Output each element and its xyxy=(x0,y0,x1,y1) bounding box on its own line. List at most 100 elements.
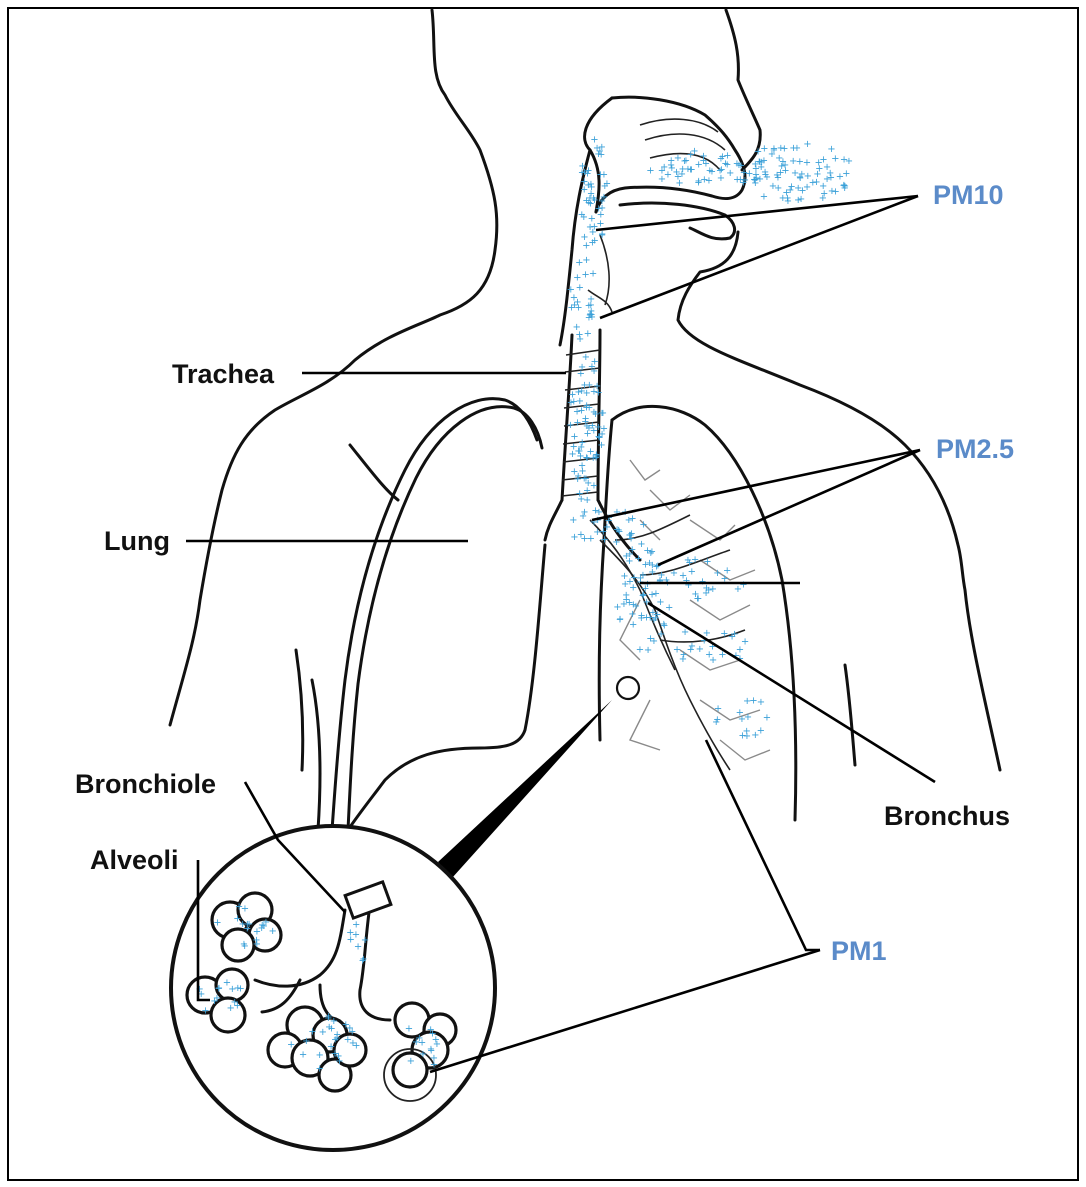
particle-dot: + xyxy=(751,730,759,741)
particle-dot: + xyxy=(588,312,596,323)
particle-dot: + xyxy=(234,983,242,994)
particle-dot: + xyxy=(757,697,765,708)
label-pm10: PM10 xyxy=(933,180,1004,210)
particle-dot: + xyxy=(679,654,687,665)
particle-dot: + xyxy=(570,432,578,443)
particle-dot: + xyxy=(352,929,360,940)
particle-dot: + xyxy=(695,176,703,187)
particle-dot: + xyxy=(743,731,751,742)
particle-dot: + xyxy=(657,570,665,581)
particle-dot: + xyxy=(734,584,742,595)
particle-dot: + xyxy=(726,168,734,179)
particle-dot: + xyxy=(269,926,277,937)
particle-dot: + xyxy=(625,598,633,609)
particle-dot: + xyxy=(352,1040,360,1051)
particle-dot: + xyxy=(593,381,601,392)
particle-dot: + xyxy=(768,149,776,160)
particle-dot: + xyxy=(581,270,589,281)
particle-dot: + xyxy=(708,166,716,177)
particle-dot: + xyxy=(333,1030,341,1041)
particle-dot: + xyxy=(665,603,673,614)
particle-dot: + xyxy=(325,1011,333,1022)
particle-dot: + xyxy=(696,644,704,655)
particle-dot: + xyxy=(584,165,592,176)
particle-dot: + xyxy=(580,534,588,545)
particle-dot: + xyxy=(687,644,695,655)
particle-dot: + xyxy=(628,514,636,525)
bronchus-leader xyxy=(648,603,935,782)
particle-dot: + xyxy=(823,174,831,185)
particle-dot: + xyxy=(241,904,249,915)
particle-dot: + xyxy=(723,565,731,576)
particle-dot: + xyxy=(741,637,749,648)
particle-dot: + xyxy=(299,1050,307,1061)
label-pm25: PM2.5 xyxy=(936,434,1014,464)
particle-dot: + xyxy=(415,1033,423,1044)
particle-dot: + xyxy=(650,636,658,647)
particle-dot: + xyxy=(569,515,577,526)
particle-dot: + xyxy=(709,655,717,666)
particle-dot: + xyxy=(717,173,725,184)
particle-dot: + xyxy=(213,917,221,928)
particle-dot: + xyxy=(794,183,802,194)
particle-dot: + xyxy=(639,519,647,530)
particle-dot: + xyxy=(670,568,678,579)
particle-dot: + xyxy=(699,151,707,162)
particle-dot: + xyxy=(627,533,635,544)
particle-dot: + xyxy=(678,169,686,180)
particle-dot: + xyxy=(359,956,367,967)
particle-dot: + xyxy=(763,713,771,724)
particle-dot: + xyxy=(583,388,591,399)
particle-dot: + xyxy=(598,196,606,207)
particle-dot: + xyxy=(586,447,594,458)
particle-dot: + xyxy=(831,153,839,164)
particle-dot: + xyxy=(616,615,624,626)
particle-dot: + xyxy=(760,192,768,203)
particle-dot: + xyxy=(637,613,645,624)
particle-dot: + xyxy=(243,924,251,935)
particle-dot: + xyxy=(253,939,261,950)
particle-dot: + xyxy=(570,532,578,543)
particle-dot: + xyxy=(589,269,597,280)
particle-dot: + xyxy=(405,1024,413,1035)
particle-dot: + xyxy=(629,582,637,593)
particle-dot: + xyxy=(195,984,203,995)
particle-dot: + xyxy=(634,553,642,564)
particle-dot: + xyxy=(743,696,751,707)
particle-dot: + xyxy=(316,1050,324,1061)
label-bronchiole: Bronchiole xyxy=(75,769,216,799)
particle-dot: + xyxy=(693,594,701,605)
particle-dot: + xyxy=(774,183,782,194)
particle-dot: + xyxy=(613,602,621,613)
label-lung: Lung xyxy=(104,526,170,556)
particle-dot: + xyxy=(703,557,711,568)
label-trachea: Trachea xyxy=(172,359,275,389)
particle-dot: + xyxy=(712,717,720,728)
particle-dot: + xyxy=(588,421,596,432)
particle-dot: + xyxy=(637,539,645,550)
pm10-leader-lower xyxy=(600,196,918,318)
particle-dot: + xyxy=(567,284,575,295)
particle-dot: + xyxy=(780,144,788,155)
particle-dot: + xyxy=(580,507,588,518)
particle-dot: + xyxy=(646,166,654,177)
particle-dot: + xyxy=(658,174,666,185)
particle-dot: + xyxy=(630,573,638,584)
particle-dot: + xyxy=(796,156,804,167)
particle-dot: + xyxy=(573,272,581,283)
particle-dot: + xyxy=(302,1036,310,1047)
particle-dot: + xyxy=(597,150,605,161)
particle-dot: + xyxy=(652,588,660,599)
particle-dot: + xyxy=(641,584,649,595)
label-bronchus: Bronchus xyxy=(884,801,1010,831)
particle-dot: + xyxy=(574,302,582,313)
particle-dot: + xyxy=(679,571,687,582)
particle-dot: + xyxy=(660,620,668,631)
particle-dot: + xyxy=(744,712,752,723)
particle-dot: + xyxy=(580,474,588,485)
particle-dot: + xyxy=(687,149,695,160)
particle-dot: + xyxy=(591,235,599,246)
particle-dot: + xyxy=(714,704,722,715)
